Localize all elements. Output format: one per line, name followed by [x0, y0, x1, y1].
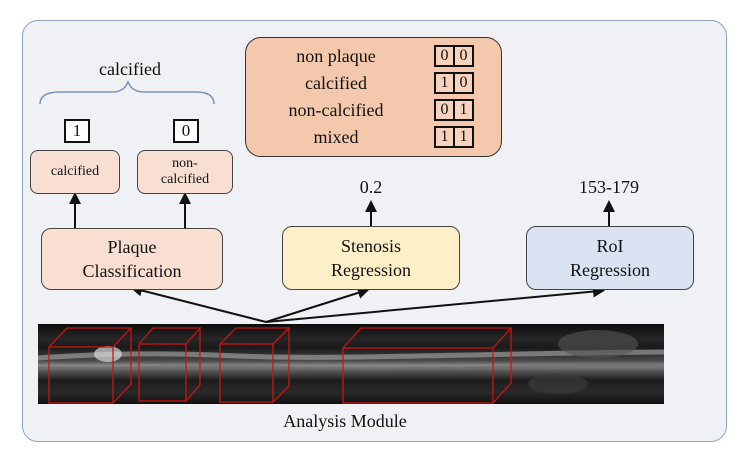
legend-label: non-calcified [288, 100, 384, 120]
arrow-to-roi-task [265, 285, 605, 323]
legend-row-calcified: calcified 1 0 [246, 71, 501, 95]
arrow-to-stenosis-task [265, 287, 370, 323]
stenosis-regression-node: Stenosis Regression [282, 226, 460, 290]
arrow-to-plaque-task [130, 284, 267, 323]
vessel-image [38, 324, 664, 404]
roi-node-line1: RoI [596, 236, 624, 256]
legend-bit: 0 [453, 47, 472, 65]
calcified-bit: 1 [64, 119, 90, 143]
legend-label: non plaque [296, 46, 376, 66]
legend-bit: 1 [440, 74, 449, 91]
legend-bit: 0 [453, 74, 472, 92]
legend-bits: 1 0 [434, 72, 474, 94]
curly-brace [39, 79, 215, 105]
legend-bit: 1 [453, 101, 472, 119]
legend-bits: 1 1 [434, 126, 474, 148]
plaque-classification-node: Plaque Classification [41, 228, 223, 290]
cube-4 [342, 327, 513, 404]
legend-bit: 0 [440, 101, 449, 118]
plaque-node-line1: Plaque [107, 237, 157, 257]
stenosis-output-value: 0.2 [359, 177, 383, 197]
calcified-class-node: calcified [30, 150, 120, 194]
non-calcified-class-node: non- calcified [137, 150, 233, 194]
roi-output-value: 153-179 [579, 177, 639, 197]
cube-3 [219, 327, 291, 403]
legend-row-mixed: mixed 1 1 [246, 125, 501, 149]
legend-label: calcified [305, 73, 367, 93]
roi-node-line2: Regression [570, 260, 650, 280]
cube-1 [48, 327, 133, 404]
legend-bit: 1 [453, 128, 472, 146]
legend-label: mixed [313, 127, 359, 147]
calcified-class-label: calcified [50, 164, 100, 179]
classification-result-label: calcified [99, 59, 161, 79]
non-calcified-bit: 0 [173, 119, 199, 143]
legend-row-non-calcified: non-calcified 0 1 [246, 98, 501, 122]
legend-row-non-plaque: non plaque 0 0 [246, 44, 501, 68]
plaque-encoding-legend: non plaque 0 0 calcified 1 0 non-calcifi… [245, 37, 502, 157]
vessel-texture [38, 330, 664, 394]
analysis-module-title: Analysis Module [283, 411, 407, 431]
stenosis-node-line2: Regression [331, 260, 411, 280]
legend-bit: 0 [440, 47, 449, 64]
legend-bits: 0 1 [434, 99, 474, 121]
stenosis-node-line1: Stenosis [340, 236, 401, 256]
non-calcified-line1: non- [172, 156, 198, 171]
non-calcified-line2: calcified [160, 172, 210, 187]
legend-bit: 1 [440, 128, 449, 145]
legend-bits: 0 0 [434, 45, 474, 67]
plaque-node-line2: Classification [82, 261, 182, 281]
roi-regression-node: RoI Regression [526, 226, 694, 290]
cube-2 [138, 327, 202, 402]
